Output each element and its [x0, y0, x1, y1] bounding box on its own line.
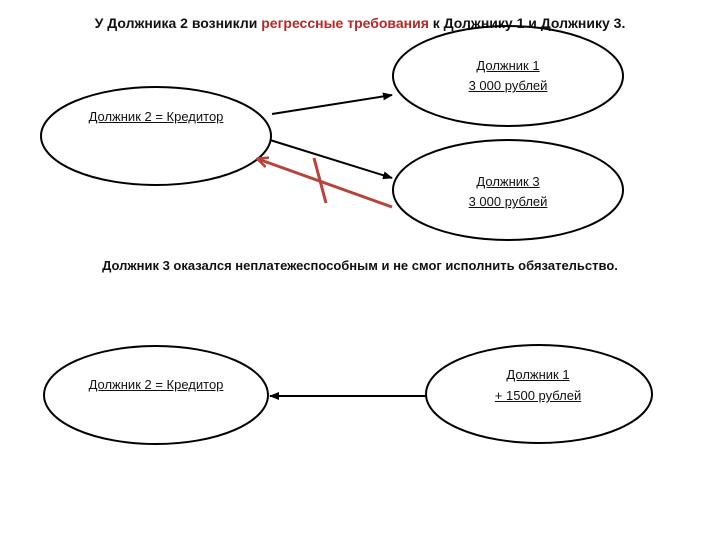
debtor1-ellipse-1 — [392, 25, 624, 127]
debtor1-name-2: Должник 1 — [506, 367, 570, 382]
middle-heading: Должник 3 оказался неплатежеспособным и … — [102, 258, 618, 273]
creditor-ellipse-1 — [40, 86, 272, 186]
debtor1-amount-2: + 1500 рублей — [494, 388, 582, 403]
debtor3-name-1: Должник 3 — [476, 174, 540, 189]
creditor-ellipse-2 — [43, 345, 269, 445]
creditor-label-2: Должник 2 = Кредитор — [88, 377, 224, 392]
creditor-label-1: Должник 2 = Кредитор — [88, 109, 224, 124]
debtor3-ellipse-1 — [392, 139, 624, 241]
cross-mark — [312, 157, 328, 204]
heading-highlight: регрессные требования — [261, 15, 429, 31]
debtor1-name-1: Должник 1 — [476, 58, 540, 73]
debtor1-amount-1: 3 000 рублей — [468, 78, 548, 93]
debtor3-amount-1: 3 000 рублей — [468, 194, 548, 209]
crossed-arrow-debtor3-to-creditor — [258, 159, 393, 209]
arrow-creditor-to-debtor1 — [271, 92, 393, 115]
heading-part1: У Должника 2 возникли — [94, 15, 262, 31]
debtor1-ellipse-2 — [425, 344, 653, 444]
arrow-creditor-to-debtor3 — [269, 139, 393, 180]
